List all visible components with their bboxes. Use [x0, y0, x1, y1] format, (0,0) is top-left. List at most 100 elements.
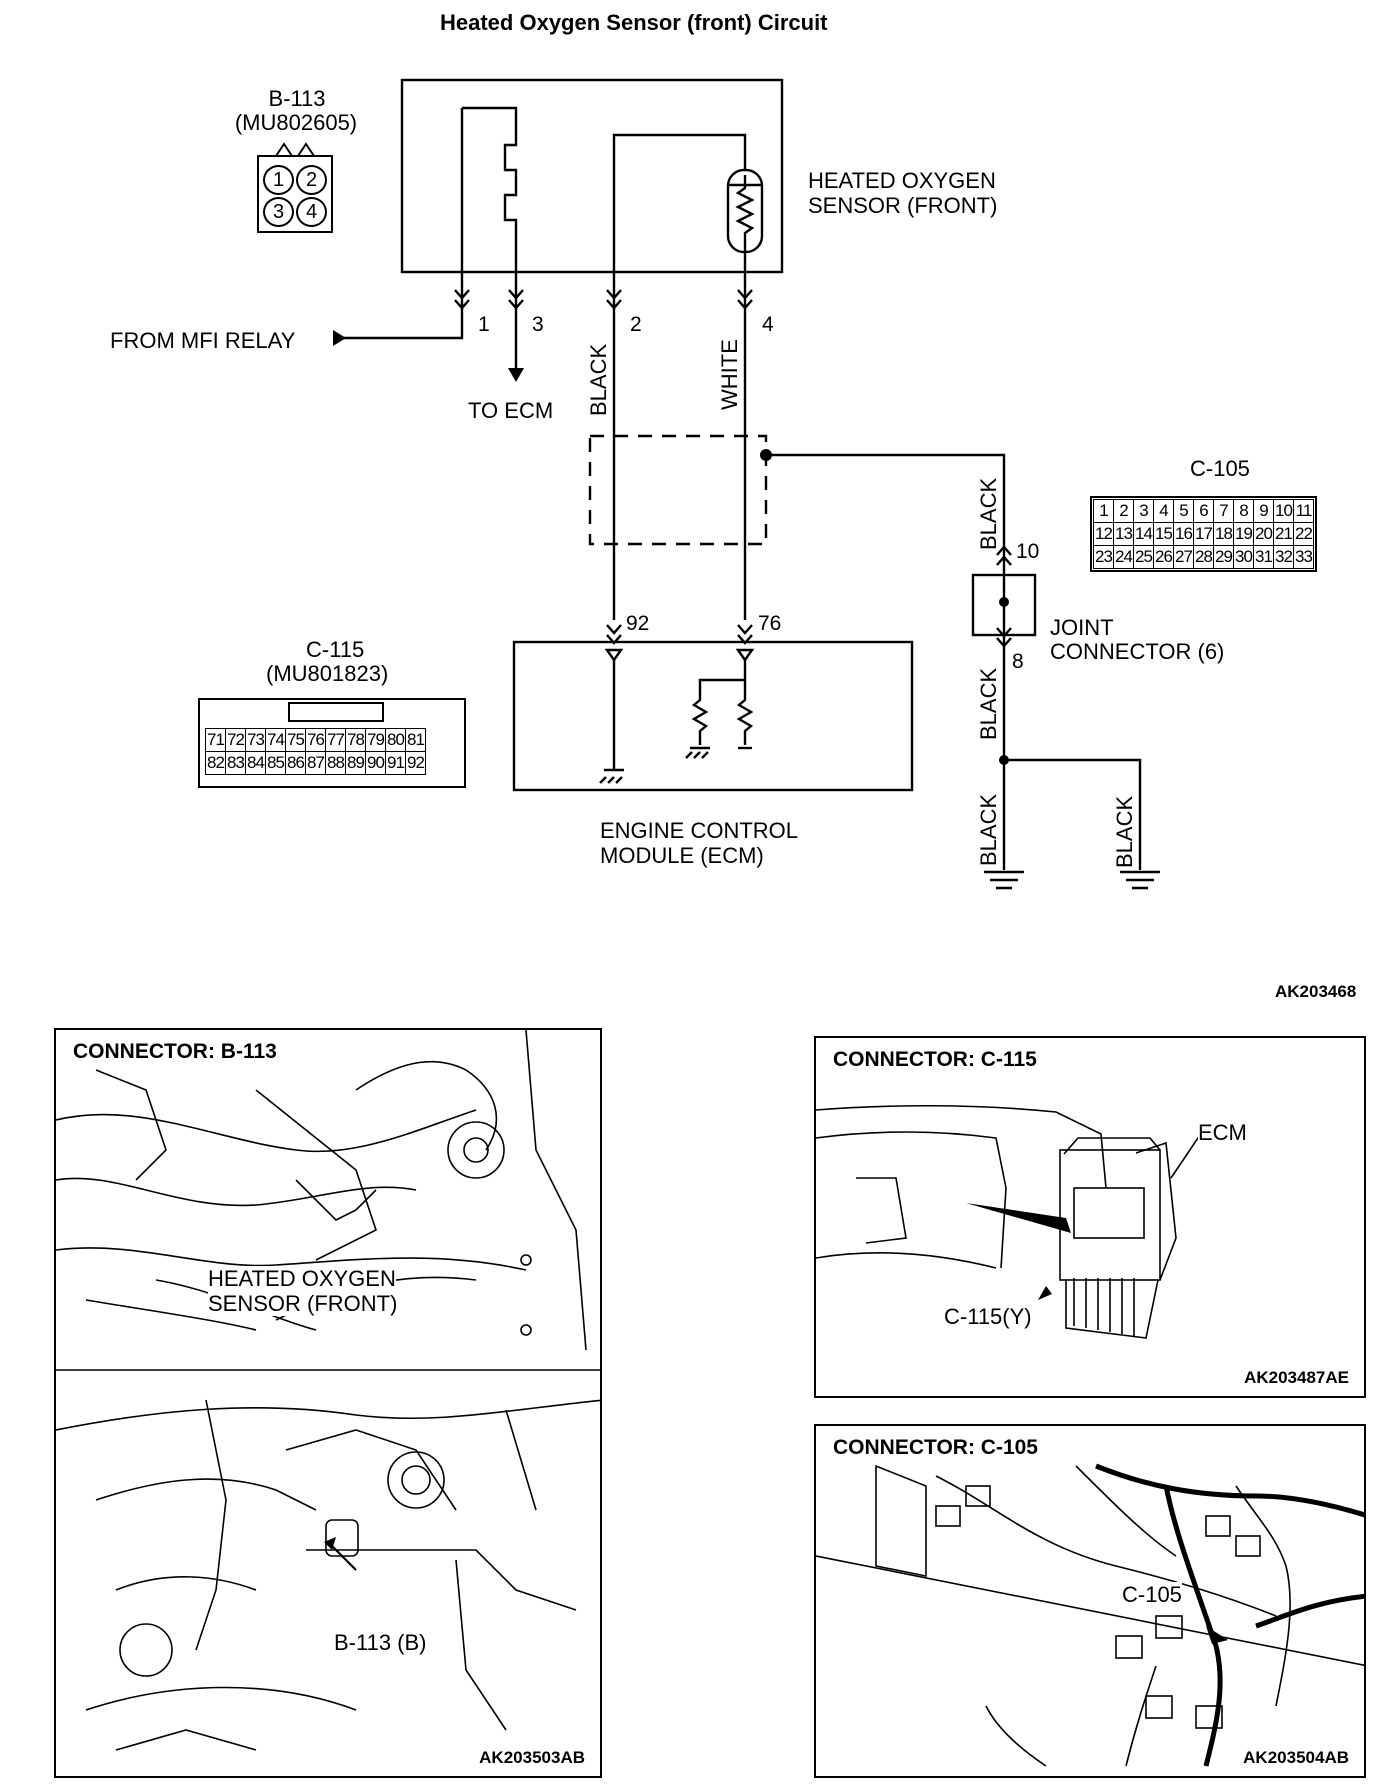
- ecm-label-1: ENGINE CONTROL: [600, 818, 799, 843]
- c105-pin: 30: [1233, 545, 1254, 569]
- c115-id: C-115: [306, 637, 365, 662]
- wire-color-pin2: BLACK: [586, 343, 611, 416]
- callout-b113-b: B-113 (B): [334, 1630, 427, 1655]
- callout-c115-y: C-115(Y): [944, 1304, 1032, 1329]
- c115-pin: 78: [345, 728, 366, 752]
- c105-pin: 27: [1173, 545, 1194, 569]
- callout-c105: C-105: [1122, 1582, 1182, 1607]
- b113-id: B-113: [268, 86, 326, 111]
- c105-pin: 26: [1153, 545, 1174, 569]
- c105-pin: 28: [1193, 545, 1214, 569]
- panel-connector-b113: CONNECTOR: B-113 HEATED OXYGEN SENSOR (F…: [54, 1028, 602, 1778]
- terminal-2: 2: [630, 313, 642, 336]
- c105-pin: 17: [1193, 522, 1214, 546]
- callout-sensor-line1: HEATED OXYGEN: [208, 1266, 396, 1291]
- b113-pin: 3: [263, 197, 294, 227]
- c115-pin: 90: [365, 751, 386, 775]
- panel-b113-title: CONNECTOR: B-113: [70, 1040, 280, 1064]
- terminal-76: 76: [758, 612, 782, 635]
- panel-c115-title: CONNECTOR: C-115: [830, 1048, 1040, 1072]
- c105-pin: 22: [1293, 522, 1314, 546]
- c115-pin: 73: [245, 728, 266, 752]
- c105-pin: 10: [1273, 499, 1294, 523]
- c105-pin: 16: [1173, 522, 1194, 546]
- c105-pin: 5: [1173, 499, 1194, 523]
- ecm-label-2: MODULE (ECM): [600, 843, 764, 868]
- page-title: Heated Oxygen Sensor (front) Circuit: [440, 10, 828, 35]
- wire-color-ground-2: BLACK: [1112, 795, 1137, 868]
- c105-pin: 13: [1113, 522, 1134, 546]
- terminal-92: 92: [626, 612, 650, 635]
- from-mfi-relay-label: FROM MFI RELAY: [110, 328, 296, 353]
- c115-pin: 76: [305, 728, 326, 752]
- terminal-3: 3: [532, 313, 544, 336]
- wire-color-10: BLACK: [976, 477, 1001, 550]
- c115-pin: 91: [385, 751, 406, 775]
- c105-pin: 11: [1293, 499, 1314, 523]
- wire-color-pin4: WHITE: [717, 339, 742, 410]
- panel-connector-c105: CONNECTOR: C-105 C-105 AK203504AB: [814, 1424, 1366, 1778]
- c105-pin: 14: [1133, 522, 1154, 546]
- wire-color-ground-1: BLACK: [976, 793, 1001, 866]
- c115-pin: 75: [285, 728, 306, 752]
- c115-pin: 84: [245, 751, 266, 775]
- c115-pin: 88: [325, 751, 346, 775]
- c105-pin: 33: [1293, 545, 1314, 569]
- c115-pin: 81: [405, 728, 426, 752]
- b113-pin: 4: [296, 197, 327, 227]
- c115-pin: 77: [325, 728, 346, 752]
- c105-id: C-105: [1190, 456, 1250, 481]
- c105-pin: 4: [1153, 499, 1174, 523]
- c115-pin: 85: [265, 751, 286, 775]
- c105-pin: 15: [1153, 522, 1174, 546]
- b113-pin: 1: [263, 165, 294, 195]
- c105-pin: 8: [1233, 499, 1254, 523]
- b113-part: (MU802605): [234, 110, 358, 135]
- joint-connector-label-1: JOINT: [1050, 615, 1114, 640]
- terminal-4: 4: [762, 313, 774, 336]
- harness-illustration: [816, 1463, 1364, 1767]
- panel-c105-title: CONNECTOR: C-105: [830, 1436, 1041, 1460]
- c105-pin: 9: [1253, 499, 1274, 523]
- figure-code-main: AK203468: [1275, 982, 1357, 1001]
- figure-code-c115: AK203487AE: [1241, 1368, 1352, 1388]
- c105-pin: 18: [1213, 522, 1234, 546]
- c115-pin: 82: [205, 751, 226, 775]
- ecm-illustration: [816, 1104, 1207, 1339]
- terminal-8: 8: [1012, 650, 1024, 673]
- terminal-10: 10: [1016, 540, 1040, 563]
- c105-pin: 6: [1193, 499, 1214, 523]
- callout-sensor-line2: SENSOR (FRONT): [208, 1291, 398, 1316]
- figure-code-c105: AK203504AB: [1240, 1748, 1352, 1768]
- sensor-label-1: HEATED OXYGEN: [808, 168, 996, 193]
- figure-code-b113: AK203503AB: [476, 1748, 588, 1768]
- c105-pin: 24: [1113, 545, 1134, 569]
- c115-pin: 89: [345, 751, 366, 775]
- circuit-schematic: [257, 78, 1160, 890]
- c105-pin: 12: [1093, 522, 1114, 546]
- sensor-label-2: SENSOR (FRONT): [808, 193, 998, 218]
- terminal-1: 1: [478, 313, 490, 336]
- c105-pin: 31: [1253, 545, 1274, 569]
- c105-pin: 7: [1213, 499, 1234, 523]
- sensor-box: [400, 78, 784, 274]
- c105-pin: 2: [1113, 499, 1134, 523]
- c115-pin: 79: [365, 728, 386, 752]
- c105-pin: 21: [1273, 522, 1294, 546]
- c105-pin: 19: [1233, 522, 1254, 546]
- callout-ecm: ECM: [1198, 1120, 1247, 1145]
- c115-pin: 87: [305, 751, 326, 775]
- b113-pin: 2: [296, 165, 327, 195]
- c105-pin: 23: [1093, 545, 1114, 569]
- c105-pin: 32: [1273, 545, 1294, 569]
- c115-pin: 80: [385, 728, 406, 752]
- c105-pin: 3: [1133, 499, 1154, 523]
- b113-connector-icon: 1 2 3 4: [263, 165, 327, 227]
- c105-pin: 1: [1093, 499, 1114, 523]
- c115-pin: 72: [225, 728, 246, 752]
